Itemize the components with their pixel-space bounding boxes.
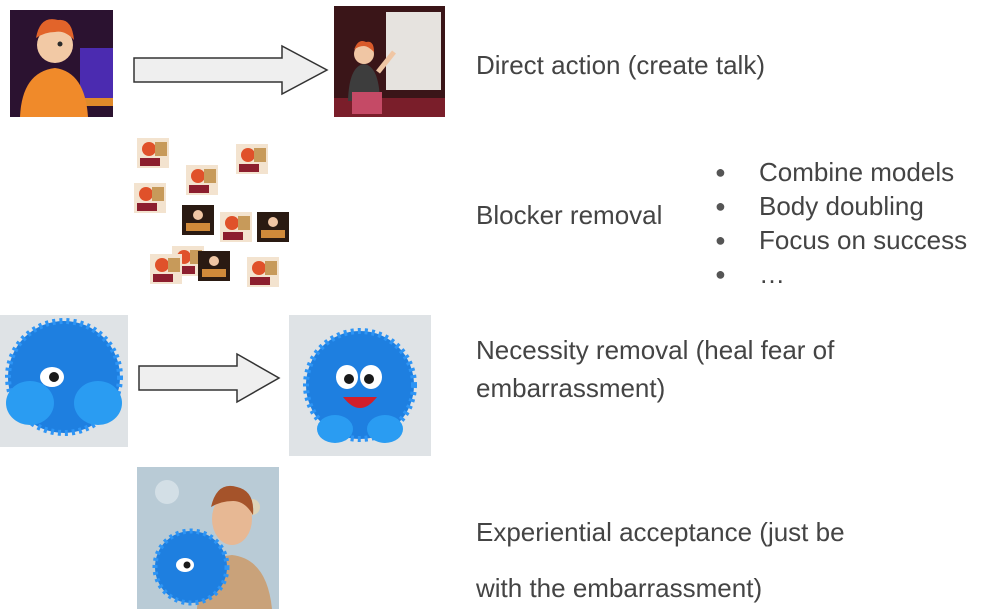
- list-item: Combine models: [715, 155, 967, 189]
- necessity-removal-label-line2: embarrassment): [476, 373, 666, 403]
- experiential-acceptance-label-line1: Experiential acceptance (just be: [476, 517, 845, 547]
- man-hugging-fluffy-ball-image: [137, 467, 279, 609]
- person-presenting-image: [334, 6, 445, 117]
- list-item: …: [715, 257, 967, 291]
- person-at-computer-image: [10, 10, 113, 117]
- experiential-acceptance-label-line2: with the embarrassment): [476, 573, 763, 603]
- thumbnail-image: [186, 165, 218, 195]
- thumbnail-image: [247, 257, 279, 287]
- thumbnail-image: [236, 144, 268, 174]
- thumbnail-image: [134, 183, 166, 213]
- thumbnail-image: [150, 254, 182, 284]
- fluffy-ball-smiling-image: [289, 315, 431, 456]
- necessity-removal-label-line1: Necessity removal (heal fear of: [476, 335, 835, 365]
- thumbnail-image: [198, 251, 230, 281]
- direct-action-label: Direct action (create talk): [476, 50, 765, 80]
- scattered-thumbnails: [130, 135, 300, 290]
- list-item: Body doubling: [715, 189, 967, 223]
- thumbnail-image: [220, 212, 252, 242]
- thumbnail-image: [257, 212, 289, 242]
- list-item: Focus on success: [715, 223, 967, 257]
- fluffy-ball-hiding-image: [0, 315, 128, 447]
- thumbnail-image: [137, 138, 169, 168]
- right-arrow-icon: [132, 44, 330, 96]
- blocker-removal-label: Blocker removal: [476, 200, 663, 230]
- thumbnail-image: [182, 205, 214, 235]
- blocker-removal-bullets: Combine models Body doubling Focus on su…: [715, 155, 967, 291]
- right-arrow-icon: [137, 352, 282, 404]
